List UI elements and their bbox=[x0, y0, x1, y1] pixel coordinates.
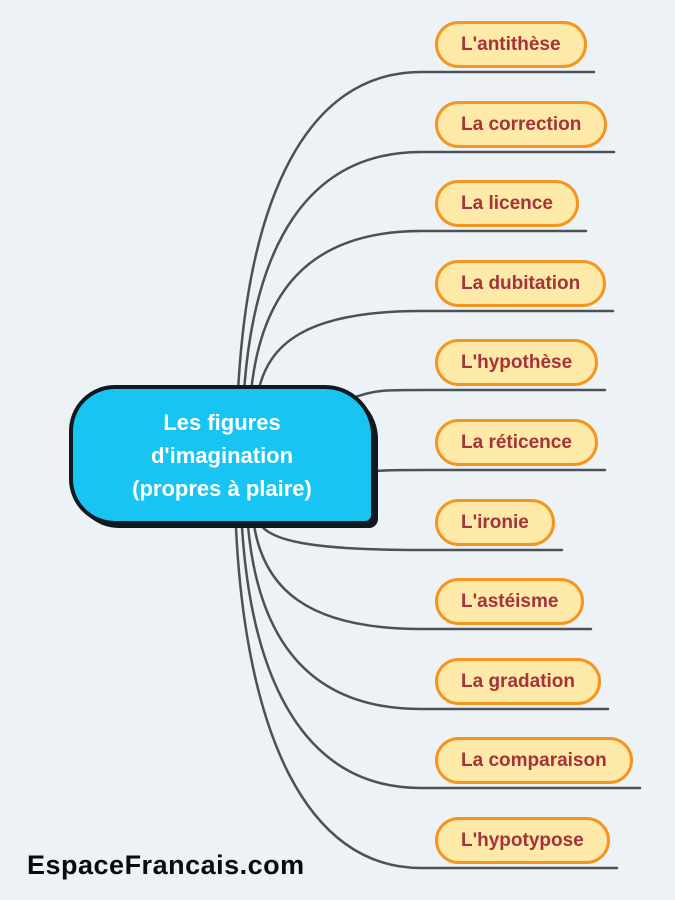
connector-path bbox=[256, 309, 615, 395]
central-topic-text-line1: Les figures bbox=[163, 409, 281, 435]
connector-path bbox=[246, 524, 610, 711]
site-watermark: EspaceFrancais.com bbox=[27, 850, 305, 880]
branch-node-hypothese: L'hypothèse bbox=[435, 339, 599, 386]
connector-path bbox=[252, 523, 593, 631]
central-topic-text-line2: d'imagination bbox=[150, 442, 294, 468]
central-topic-text-line3: (propres à plaire) bbox=[132, 475, 312, 501]
connector-path bbox=[242, 150, 616, 394]
branch-node-licence: La licence bbox=[435, 180, 579, 227]
central-topic-node: Les figures d'imagination (propres à pla… bbox=[69, 385, 375, 525]
branch-node-hypotypose: L'hypotypose bbox=[435, 817, 610, 864]
branch-node-correction: La correction bbox=[435, 101, 608, 148]
connector-path bbox=[234, 526, 619, 870]
branch-node-asteisme: L'astéisme bbox=[435, 578, 585, 625]
branch-node-gradation: La gradation bbox=[435, 658, 602, 705]
branch-node-ironie: L'ironie bbox=[435, 499, 555, 546]
branch-node-antithese: L'antithèse bbox=[435, 21, 587, 68]
connector-path bbox=[249, 229, 588, 394]
branch-node-comparaison: La comparaison bbox=[435, 737, 633, 784]
branch-node-reticence: La réticence bbox=[435, 419, 598, 466]
branch-node-dubitation: La dubitation bbox=[435, 260, 607, 307]
connector-path bbox=[258, 522, 564, 552]
connector-path bbox=[372, 468, 607, 473]
connector-path bbox=[350, 388, 607, 400]
connector-path bbox=[240, 525, 642, 790]
connector-path bbox=[236, 70, 596, 394]
